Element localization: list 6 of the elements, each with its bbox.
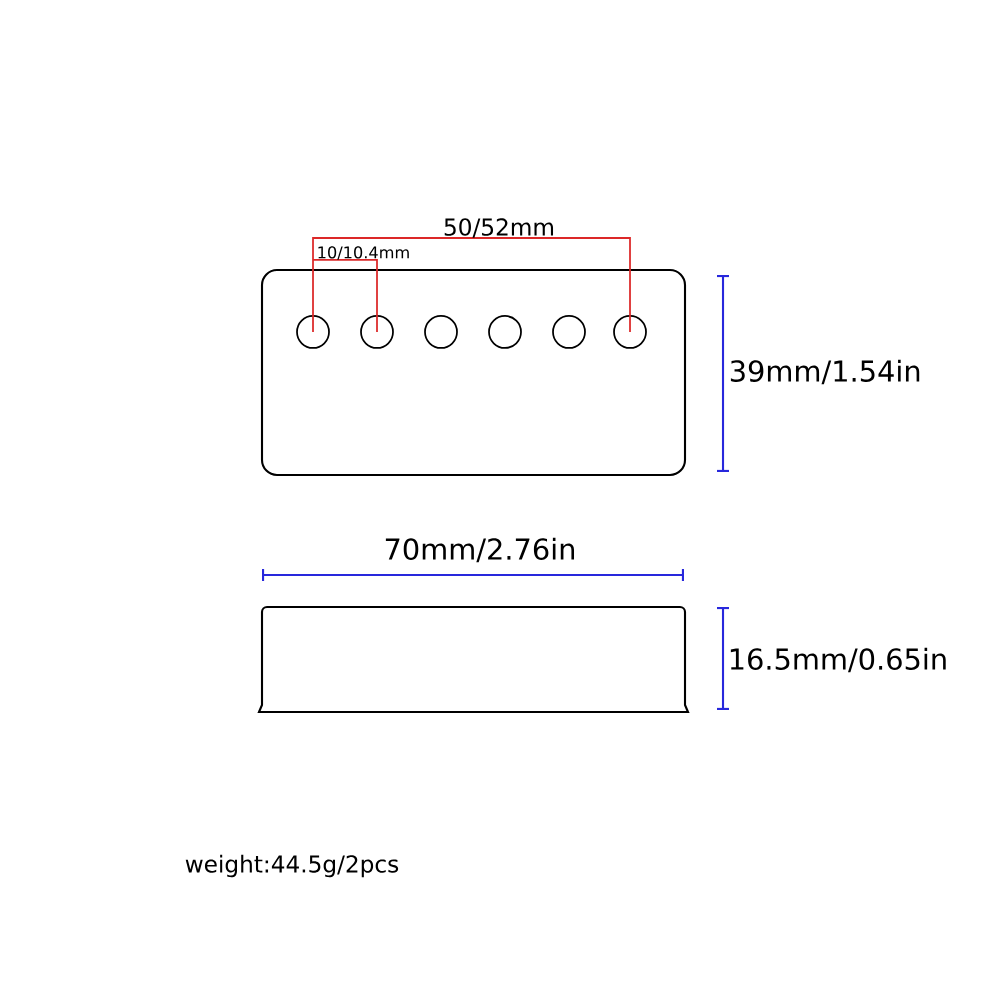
dimension-label: 39mm/1.54in — [730, 359, 920, 385]
dimension-label: 50/52mm — [444, 218, 553, 238]
dimension-label: 16.5mm/0.65in — [730, 647, 946, 673]
dimension-label: 70mm/2.76in — [385, 537, 574, 563]
dimension-label: 10/10.4mm — [318, 246, 409, 260]
dimension-label: weight:44.5g/2pcs — [185, 854, 399, 878]
